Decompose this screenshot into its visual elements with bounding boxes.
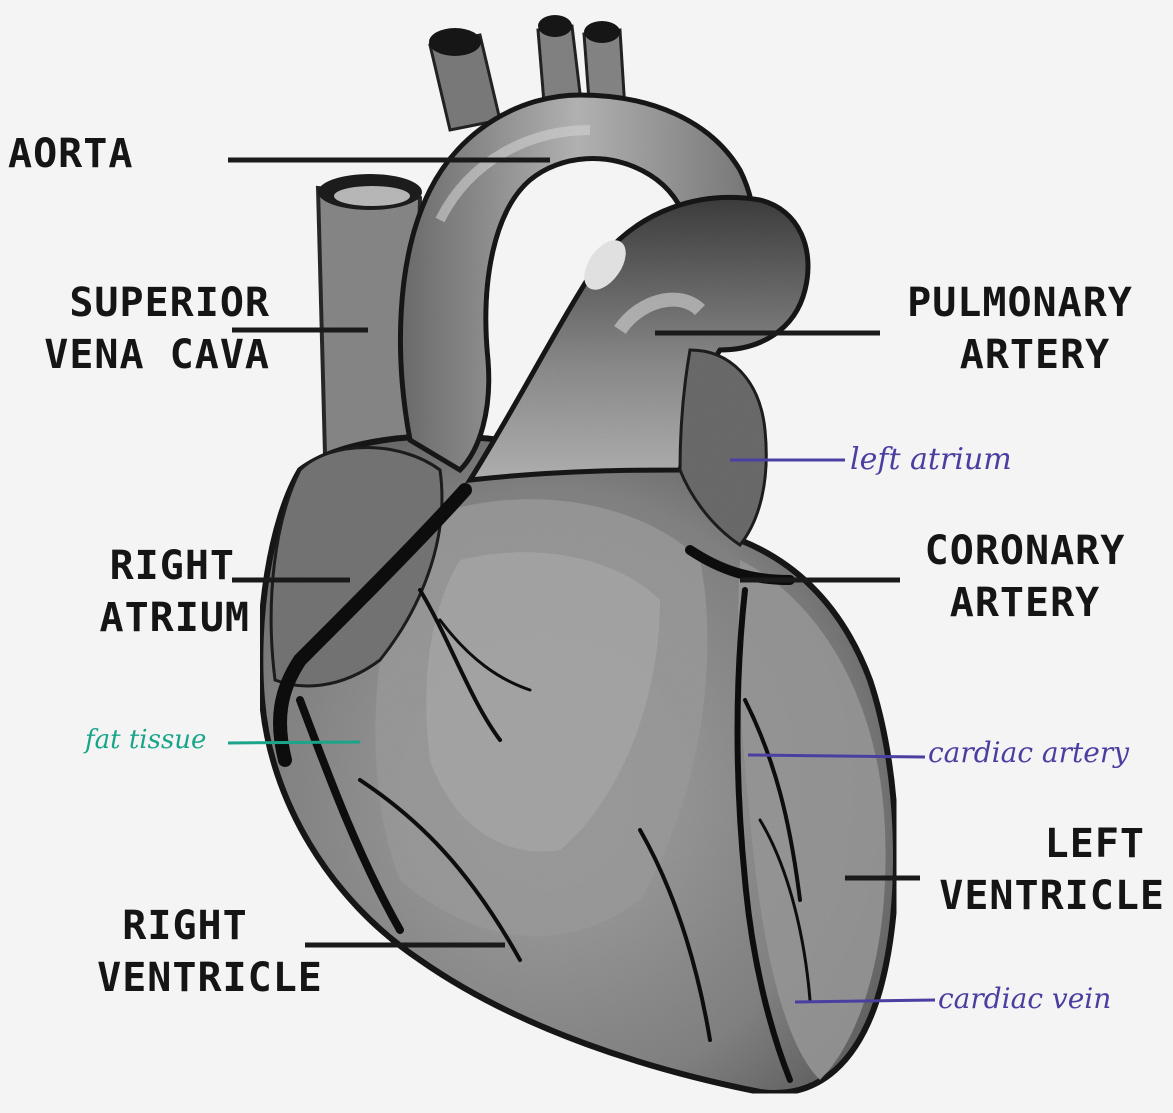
label-right-ventricle: RIGHT VENTRICLE xyxy=(85,900,335,1004)
label-pulmonary-artery: PULMONARY ARTERY xyxy=(875,277,1165,381)
handwritten-cardiac-artery: cardiac artery xyxy=(928,736,1129,769)
label-left-ventricle: LEFT VENTRICLE xyxy=(900,818,1165,922)
leader-fat-tissue xyxy=(228,742,360,743)
label-right-atrium: RIGHT ATRIUM xyxy=(40,540,250,644)
leader-cardiac-vein xyxy=(795,1000,935,1002)
label-coronary-artery: CORONARY ARTERY xyxy=(880,525,1170,629)
heart-illustration xyxy=(260,15,896,1093)
handwritten-left-atrium: left atrium xyxy=(850,442,1012,477)
handwritten-fat-tissue: fat tissue xyxy=(85,725,206,755)
label-aorta: AORTA xyxy=(8,128,133,180)
handwritten-cardiac-vein: cardiac vein xyxy=(938,982,1111,1015)
leader-cardiac-artery xyxy=(748,755,925,757)
label-superior-vena-cava: SUPERIOR VENA CAVA xyxy=(12,277,270,381)
